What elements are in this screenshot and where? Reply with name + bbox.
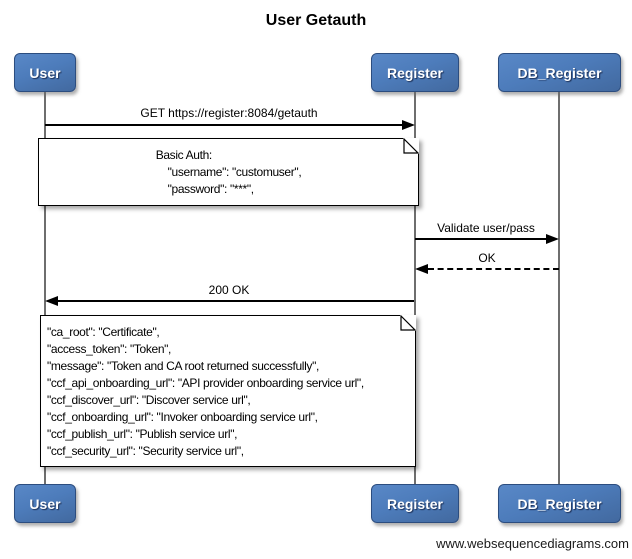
note-line: "ca_root": "Certificate", <box>47 325 160 339</box>
actor-register-bottom: Register <box>371 484 459 523</box>
note-line: "ccf_api_onboarding_url": "API provider … <box>47 376 364 390</box>
actor-user-top: User <box>14 53 76 92</box>
message-validate-label: Validate user/pass <box>437 221 535 235</box>
note-line: "password": "***", <box>155 182 254 196</box>
note-basic-auth: Basic Auth: "username": "customuser", "p… <box>38 138 419 206</box>
message-ok-line <box>428 268 559 270</box>
actor-register-label: Register <box>386 64 444 81</box>
actor-db-register-top: DB_Register <box>498 53 621 92</box>
note-basic-auth-content: Basic Auth: "username": "customuser", "p… <box>39 139 418 205</box>
note-line: "ccf_discover_url": "Discover service ur… <box>47 393 251 407</box>
message-get-getauth-line <box>45 124 402 126</box>
note-line: "ccf_publish_url": "Publish service url"… <box>47 427 238 441</box>
actor-user-label: User <box>29 64 61 81</box>
note-folded-corner-icon <box>403 138 419 154</box>
diagram-title: User Getauth <box>265 12 367 29</box>
actor-db-register-label: DB_Register <box>517 495 602 512</box>
actor-user-bottom: User <box>14 484 76 523</box>
message-response-label: 200 OK <box>208 283 250 297</box>
message-validate-line <box>415 238 546 240</box>
actor-db-register-label: DB_Register <box>517 64 602 81</box>
arrowhead-right-icon <box>402 120 415 130</box>
message-ok-label: OK <box>478 251 496 265</box>
note-response-body: "ca_root": "Certificate", "access_token"… <box>40 315 416 467</box>
actor-register-label: Register <box>386 495 444 512</box>
note-line: Basic Auth: <box>155 148 213 162</box>
note-line: "ccf_security_url": "Security service ur… <box>47 444 244 458</box>
arrowhead-left-icon <box>415 264 428 274</box>
arrowhead-right-icon <box>546 234 559 244</box>
note-line: "username": "customuser", <box>155 165 302 179</box>
note-line: "ccf_onboarding_url": "Invoker onboardin… <box>47 410 318 424</box>
arrowhead-left-icon <box>45 296 58 306</box>
message-response-line <box>58 300 414 302</box>
watermark: www.websequencediagrams.com <box>436 536 629 551</box>
lifeline-user <box>44 92 46 484</box>
lifeline-register <box>414 92 416 484</box>
note-line: "message": "Token and CA root returned s… <box>47 359 319 373</box>
note-line: "access_token": "Token", <box>47 342 172 356</box>
note-folded-corner-icon <box>400 315 416 331</box>
actor-register-top: Register <box>371 53 459 92</box>
actor-db-register-bottom: DB_Register <box>498 484 621 523</box>
actor-user-label: User <box>29 495 61 512</box>
lifeline-db-register <box>558 92 560 484</box>
message-get-getauth-label: GET https://register:8084/getauth <box>140 106 318 120</box>
